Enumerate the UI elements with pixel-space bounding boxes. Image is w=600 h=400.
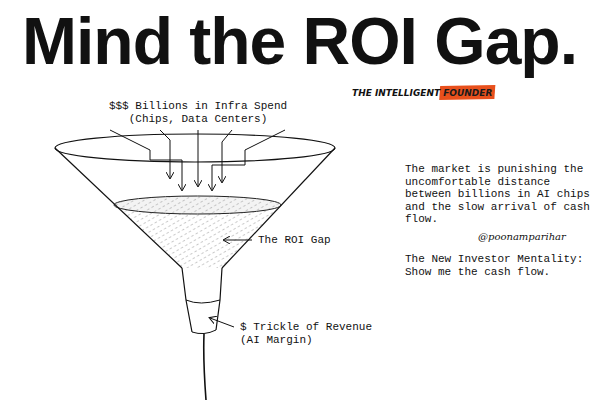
roi-gap-label: The ROI Gap (258, 234, 331, 247)
logo-text: THE INTELLIGENT (352, 88, 440, 98)
spend-label: $$$ Billions in Infra Spend (Chips, Data… (102, 100, 294, 125)
investor-note: The New Investor Mentality: Show me the … (405, 253, 597, 278)
logo-highlight: FOUNDER (443, 88, 492, 98)
market-note: The market is punishing the uncomfortabl… (405, 163, 597, 226)
title: Mind the ROI Gap. (22, 8, 577, 74)
author-handle: @poonamparihar (478, 231, 566, 243)
revenue-label: $ Trickle of Revenue (AI Margin) (240, 321, 380, 346)
